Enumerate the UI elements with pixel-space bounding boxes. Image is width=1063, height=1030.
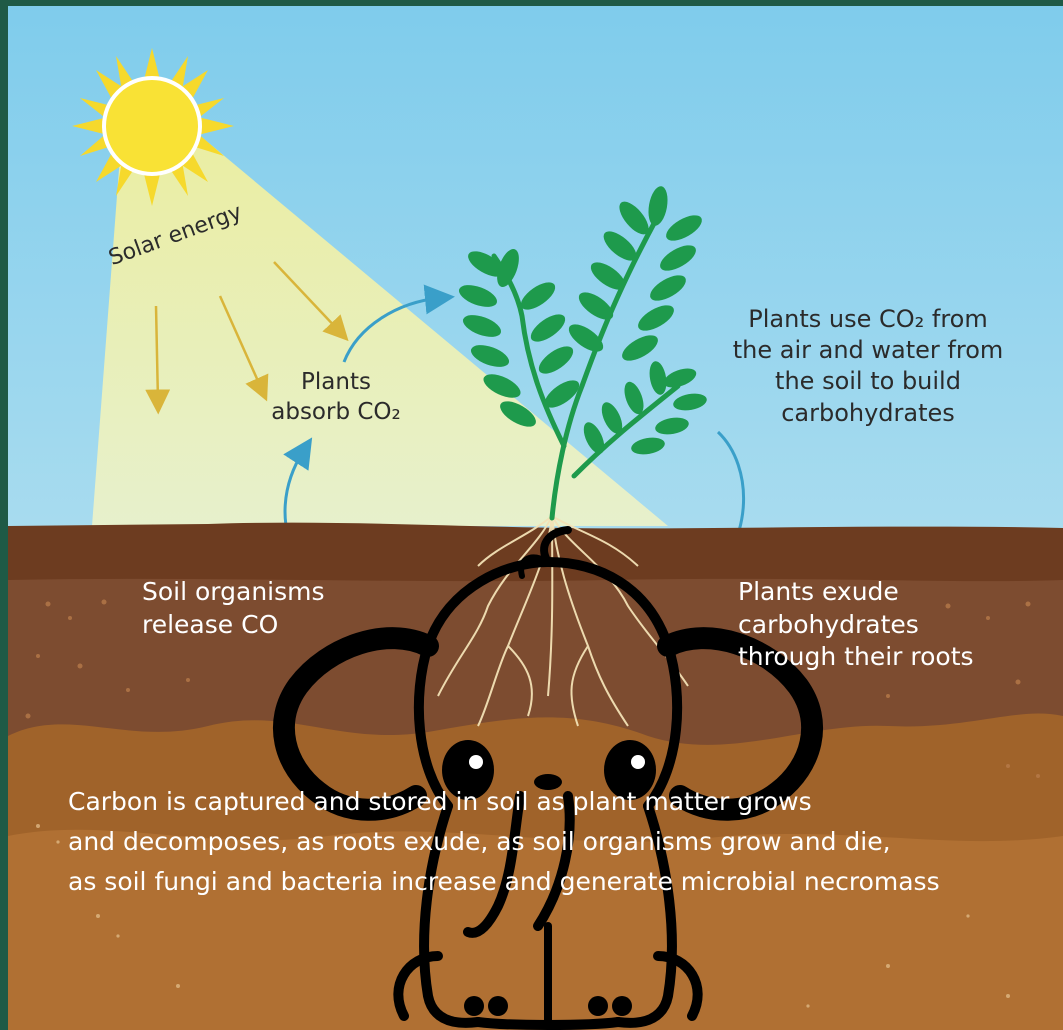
- soil-release-label: Soil organisms release CO: [142, 576, 325, 641]
- carbon-stored-label: Carbon is captured and stored in soil as…: [68, 782, 940, 902]
- carbon-stored-line-2: and decomposes, as roots exude, as soil …: [68, 822, 940, 862]
- plants-use-line-1: Plants use CO₂ from: [698, 304, 1038, 335]
- plants-exude-line-2: carbohydrates: [738, 609, 974, 642]
- plants-absorb-label: Plants absorb CO₂: [246, 368, 426, 428]
- plants-absorb-line-2: absorb CO₂: [246, 398, 426, 428]
- plants-exude-label: Plants exude carbohydrates through their…: [738, 576, 974, 674]
- plants-exude-line-1: Plants exude: [738, 576, 974, 609]
- plants-use-line-4: carbohydrates: [698, 398, 1038, 429]
- carbon-stored-line-1: Carbon is captured and stored in soil as…: [68, 782, 940, 822]
- carbon-cycle-diagram: Solar energy Plants absorb CO₂ Plants us…: [8, 6, 1063, 1030]
- soil-release-line-2: release CO: [142, 609, 325, 642]
- plants-use-line-2: the air and water from: [698, 335, 1038, 366]
- soil-release-line-1: Soil organisms: [142, 576, 325, 609]
- plants-use-line-3: the soil to build: [698, 366, 1038, 397]
- carbon-stored-line-3: as soil fungi and bacteria increase and …: [68, 862, 940, 902]
- plants-absorb-line-1: Plants: [246, 368, 426, 398]
- plants-exude-line-3: through their roots: [738, 641, 974, 674]
- plants-use-label: Plants use CO₂ from the air and water fr…: [698, 304, 1038, 429]
